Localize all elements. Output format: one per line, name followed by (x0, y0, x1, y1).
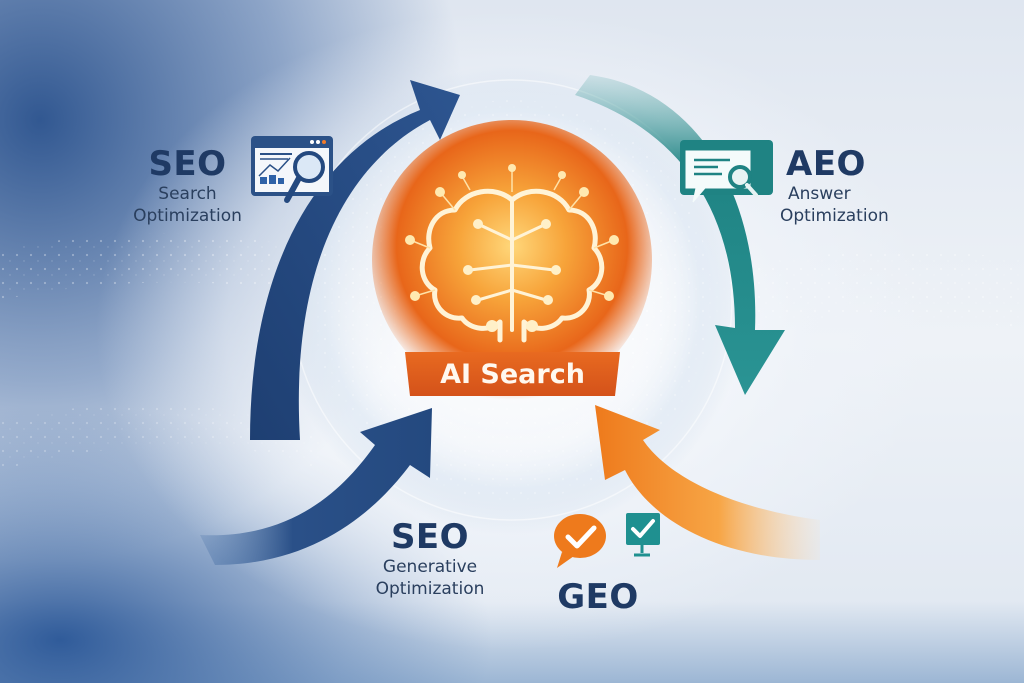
ai-search-banner (405, 352, 620, 396)
node-title: SEO (390, 517, 470, 557)
node-geo: GEO (548, 578, 648, 616)
chat-check-icon (554, 514, 606, 568)
monitor-check-icon (626, 513, 660, 557)
node-aeo: AEO Answer Optimization (780, 145, 925, 227)
node-subtitle-line1: Generative (382, 557, 478, 577)
chat-bubble-magnifier-icon (680, 140, 773, 203)
node-seo-generative: SEO Generative Optimization (355, 518, 505, 600)
browser-analytics-magnifier-icon (251, 136, 333, 203)
node-subtitle-line1: Answer (788, 184, 851, 204)
arrow-geo (595, 405, 820, 560)
node-subtitle-line2: Optimization (780, 206, 889, 226)
node-subtitle-line1: Search (158, 184, 217, 204)
node-title: AEO (786, 144, 866, 184)
brain-network-icon (419, 188, 605, 343)
arrow-aeo (575, 75, 785, 395)
node-subtitle-line2: Optimization (375, 579, 485, 599)
node-title: GEO (557, 577, 639, 617)
neuron-nodes (463, 219, 561, 332)
node-seo-search: SEO Search Optimization (120, 145, 255, 227)
ai-search-title: AI Search (440, 359, 585, 390)
node-title: SEO (148, 144, 227, 184)
arrow-seo-generative (200, 408, 432, 565)
arrow-seo-search (250, 80, 460, 440)
node-subtitle-line2: Optimization (133, 206, 242, 226)
